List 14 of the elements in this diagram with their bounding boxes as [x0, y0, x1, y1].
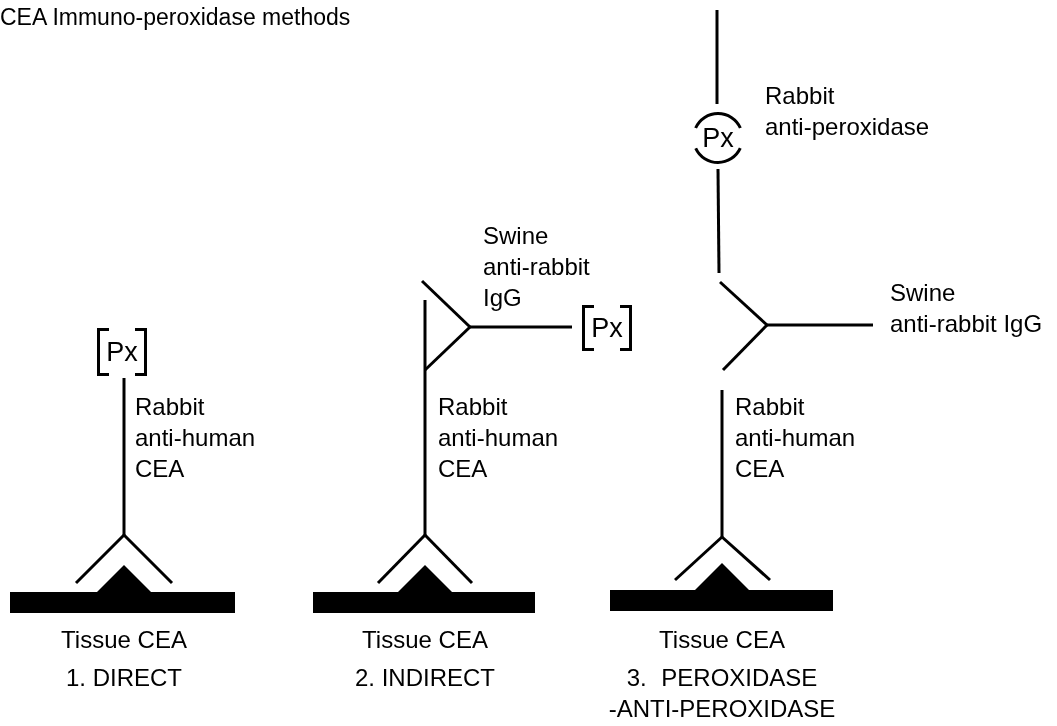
- panel-caption: 2. INDIRECT: [354, 663, 496, 693]
- panel-caption: 3. PEROXIDASE -ANTI-PEROXIDASE: [607, 663, 837, 724]
- antigen-label: Tissue CEA: [361, 625, 489, 655]
- antigen-label: Tissue CEA: [60, 625, 188, 655]
- antibody-label: Rabbit anti-human CEA: [735, 392, 857, 484]
- antibody-label: Rabbit anti-peroxidase: [765, 81, 931, 142]
- panel-caption: 1. DIRECT: [65, 663, 183, 693]
- antibody-label: Swine anti-rabbit IgG: [890, 278, 1044, 339]
- antibody-label: Rabbit anti-human CEA: [438, 392, 560, 484]
- diagram-title: CEA Immuno-peroxidase methods: [0, 4, 351, 31]
- antigen-label: Tissue CEA: [658, 625, 786, 655]
- enzyme-bracket-box: Px: [582, 305, 632, 351]
- enzyme-bracket-box: Px: [97, 328, 147, 376]
- antibody-label: Rabbit anti-human CEA: [135, 392, 257, 484]
